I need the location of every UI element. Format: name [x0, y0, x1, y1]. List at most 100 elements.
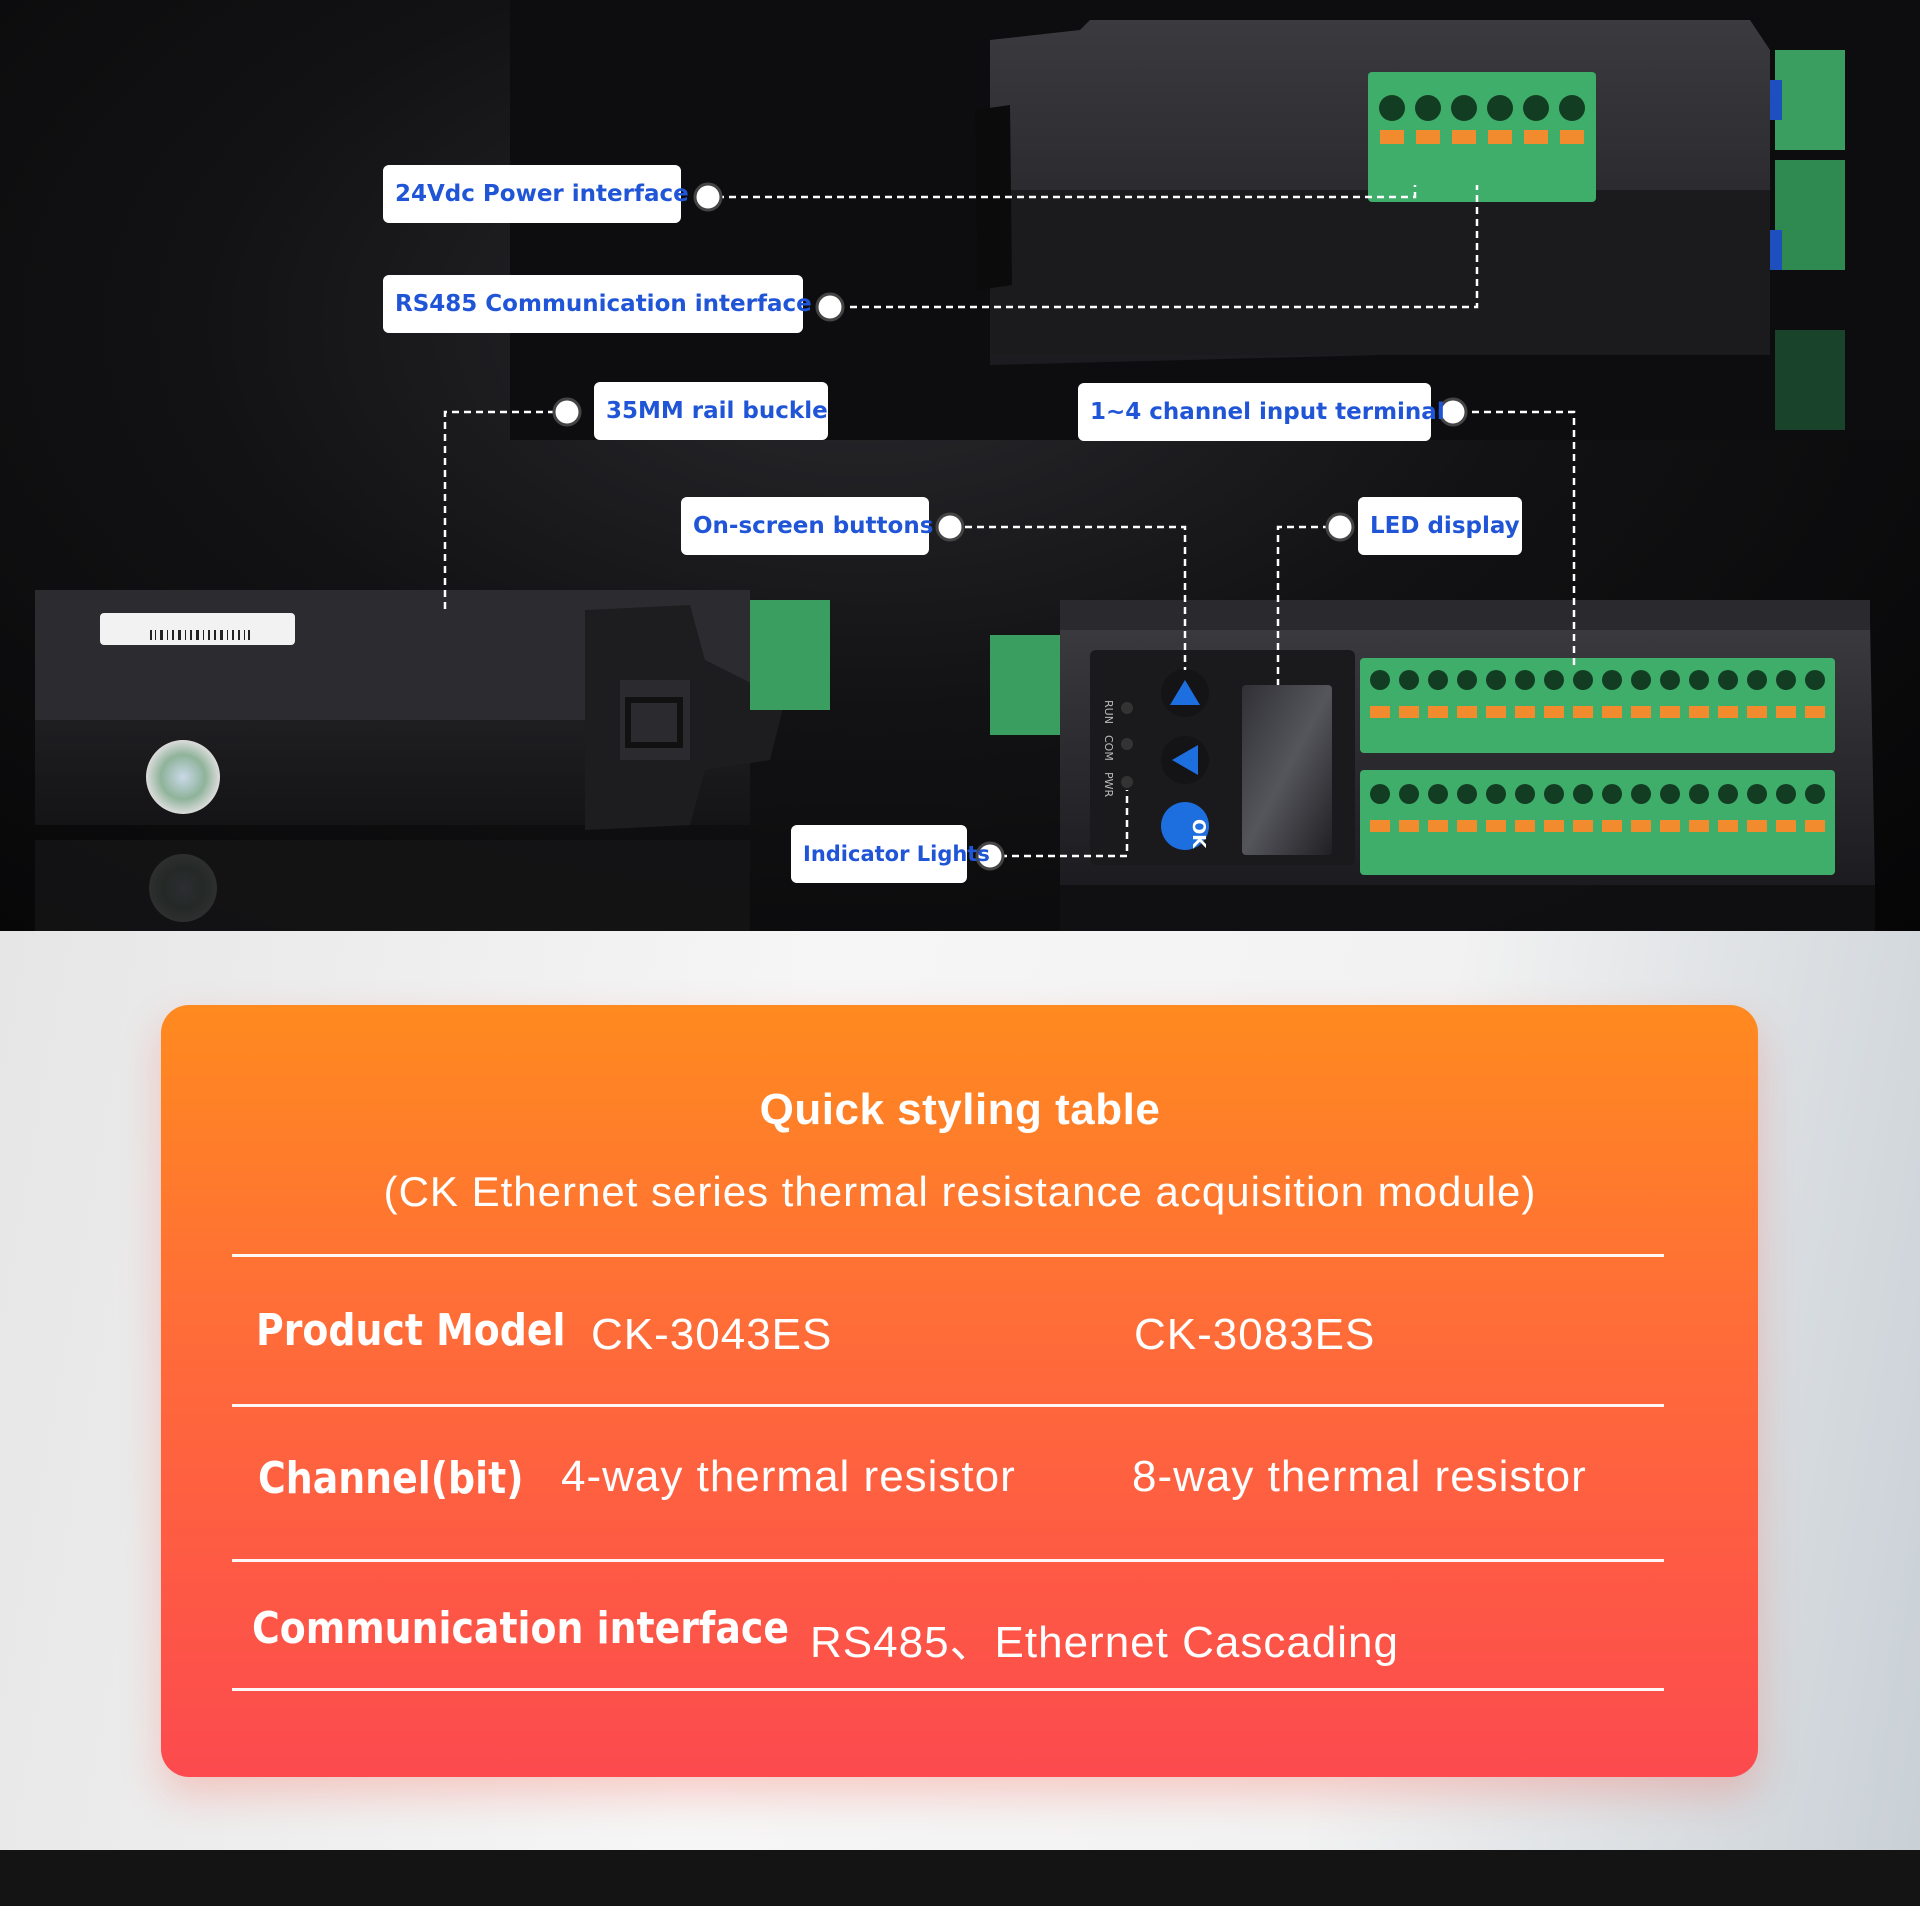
top-device [510, 0, 1920, 440]
terminal-release-tab [1776, 706, 1796, 718]
terminal-hole-icon [1399, 670, 1419, 690]
table-subtitle: (CK Ethernet series thermal resistance a… [383, 1168, 1537, 1215]
terminal-hole-icon [1370, 670, 1390, 690]
row-value-model-1: CK-3043ES [591, 1310, 833, 1359]
terminal-release-tab [1573, 820, 1593, 832]
terminal-release-tab [1573, 706, 1593, 718]
terminal-release-tab [1805, 706, 1825, 718]
terminal-release-tab [1457, 706, 1477, 718]
terminal-release-tab [1689, 706, 1709, 718]
ok-button-label: OK [1188, 819, 1209, 849]
terminal-release-tab [1805, 820, 1825, 832]
spec-card [161, 1005, 1758, 1777]
terminal-hole-icon [1457, 784, 1477, 804]
dot-icon [975, 841, 1005, 871]
terminal-release-tab [1399, 706, 1419, 718]
row-value-channel-2: 8-way thermal resistor [1132, 1452, 1587, 1501]
callout-rail-buckle: 35MM rail buckle [594, 382, 828, 440]
terminal-hole-icon [1370, 784, 1390, 804]
row-value-channel-1: 4-way thermal resistor [561, 1452, 1016, 1501]
indicator-label-run: RUN [1102, 700, 1115, 724]
row-label-product-model: Product Model [256, 1305, 566, 1356]
product-photo: RUN COM PWR OK [0, 0, 1920, 931]
terminal-hole-icon [1515, 784, 1535, 804]
com-led-icon [1121, 738, 1133, 750]
terminal-release-tab [1515, 706, 1535, 718]
terminal-hole-icon [1573, 784, 1593, 804]
terminal-hole-icon [1573, 670, 1593, 690]
terminal-release-tab [1747, 706, 1767, 718]
left-arrow-button-icon[interactable] [1172, 745, 1198, 775]
right-device: RUN COM PWR OK [990, 600, 1875, 931]
table-divider [232, 1559, 1664, 1562]
terminal-release-tab [1515, 820, 1535, 832]
terminal-release-tab [1747, 820, 1767, 832]
pwr-led-icon [1121, 776, 1133, 788]
table-divider [232, 1254, 1664, 1257]
terminal-release-tab [1631, 706, 1651, 718]
terminal-release-tab [1718, 706, 1738, 718]
leader-dots [552, 182, 1468, 871]
terminal-hole-icon [1602, 670, 1622, 690]
front-terminal-holes [1370, 670, 1825, 832]
terminal-hole-icon [1805, 784, 1825, 804]
dot-icon [935, 512, 965, 542]
terminal-hole-icon [1544, 670, 1564, 690]
indicator-label-com: COM [1102, 735, 1115, 761]
dot-icon [815, 292, 845, 322]
terminal-hole-icon [1428, 784, 1448, 804]
terminal-hole-icon [1631, 670, 1651, 690]
terminal-hole-icon [1689, 670, 1709, 690]
terminal-release-tab [1428, 820, 1448, 832]
terminal-release-tab [1602, 706, 1622, 718]
terminal-hole-icon [1805, 670, 1825, 690]
terminal-hole-icon [1515, 670, 1535, 690]
terminal-release-tab [1776, 820, 1796, 832]
terminal-release-tab [1660, 706, 1680, 718]
terminal-release-tab [1370, 820, 1390, 832]
row-value-model-2: CK-3083ES [1134, 1310, 1376, 1359]
terminal-hole-icon [1602, 784, 1622, 804]
callout-onscreen-buttons: On-screen buttons [681, 497, 933, 555]
run-led-icon [1121, 702, 1133, 714]
indicator-label-pwr: PWR [1102, 772, 1115, 798]
terminal-hole-icon [1776, 784, 1796, 804]
top-terminal-holes [1379, 95, 1585, 144]
callout-power-interface: 24Vdc Power interface [383, 165, 689, 223]
terminal-hole-icon [1747, 784, 1767, 804]
ok-button-icon[interactable] [1161, 802, 1209, 850]
terminal-hole-icon [1776, 670, 1796, 690]
up-arrow-button-icon[interactable] [1170, 680, 1200, 705]
left-device [35, 590, 830, 931]
dot-icon [693, 182, 723, 212]
terminal-release-tab [1544, 820, 1564, 832]
terminal-hole-icon [1457, 670, 1477, 690]
terminal-release-tab [1370, 706, 1390, 718]
terminal-release-tab [1660, 820, 1680, 832]
terminal-hole-icon [1428, 670, 1448, 690]
terminal-release-tab [1689, 820, 1709, 832]
terminal-hole-icon [1718, 784, 1738, 804]
terminal-release-tab [1544, 706, 1564, 718]
dot-icon [1325, 512, 1355, 542]
callout-led-display: LED display [1358, 497, 1522, 555]
callout-rs485-interface: RS485 Communication interface [383, 275, 812, 333]
terminal-hole-icon [1544, 784, 1564, 804]
terminal-release-tab [1631, 820, 1651, 832]
terminal-release-tab [1486, 820, 1506, 832]
terminal-hole-icon [1689, 784, 1709, 804]
device-illustration: RUN COM PWR OK [35, 0, 1920, 931]
led-display-screen [1242, 685, 1332, 855]
terminal-release-tab [1399, 820, 1419, 832]
terminal-hole-icon [1399, 784, 1419, 804]
row-value-communication: RS485、Ethernet Cascading [810, 1618, 1399, 1667]
terminal-release-tab [1486, 706, 1506, 718]
dot-icon [552, 397, 582, 427]
footer-bar [0, 1850, 1920, 1906]
dot-icon [1438, 397, 1468, 427]
callout-indicator-lights: Indicator Lights [791, 825, 990, 883]
terminal-release-tab [1428, 706, 1448, 718]
leader-lines [443, 185, 1576, 858]
table-title: Quick styling table [759, 1085, 1161, 1134]
terminal-hole-icon [1747, 670, 1767, 690]
